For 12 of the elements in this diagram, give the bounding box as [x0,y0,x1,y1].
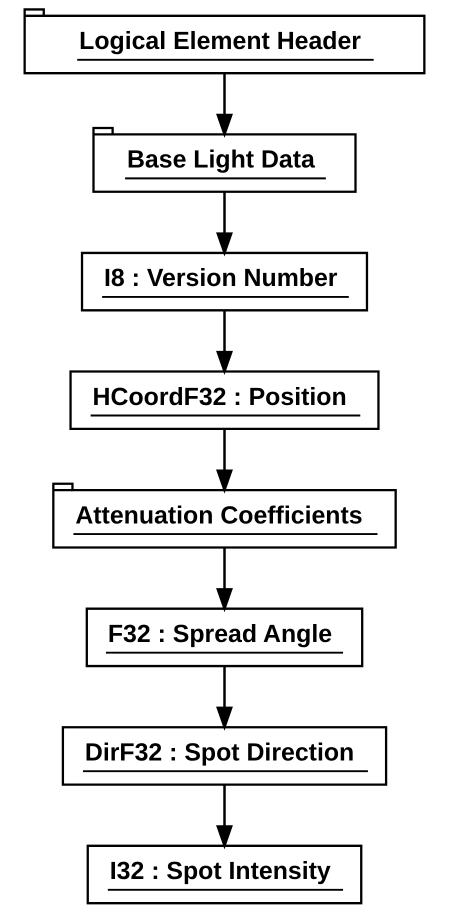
node-box: I32 : Spot Intensity [86,844,362,904]
arrow [216,785,233,850]
arrow [216,429,233,494]
arrow [216,74,233,138]
arrow [216,192,233,256]
arrow [216,548,233,612]
arrow [216,666,233,731]
node-box: F32 : Spread Angle [86,608,364,668]
node-box: I8 : Version Number [80,252,368,312]
node-box: HCoordF32 : Position [69,370,380,430]
arrow [216,310,233,376]
node-box: DirF32 : Spot Direction [62,726,388,786]
